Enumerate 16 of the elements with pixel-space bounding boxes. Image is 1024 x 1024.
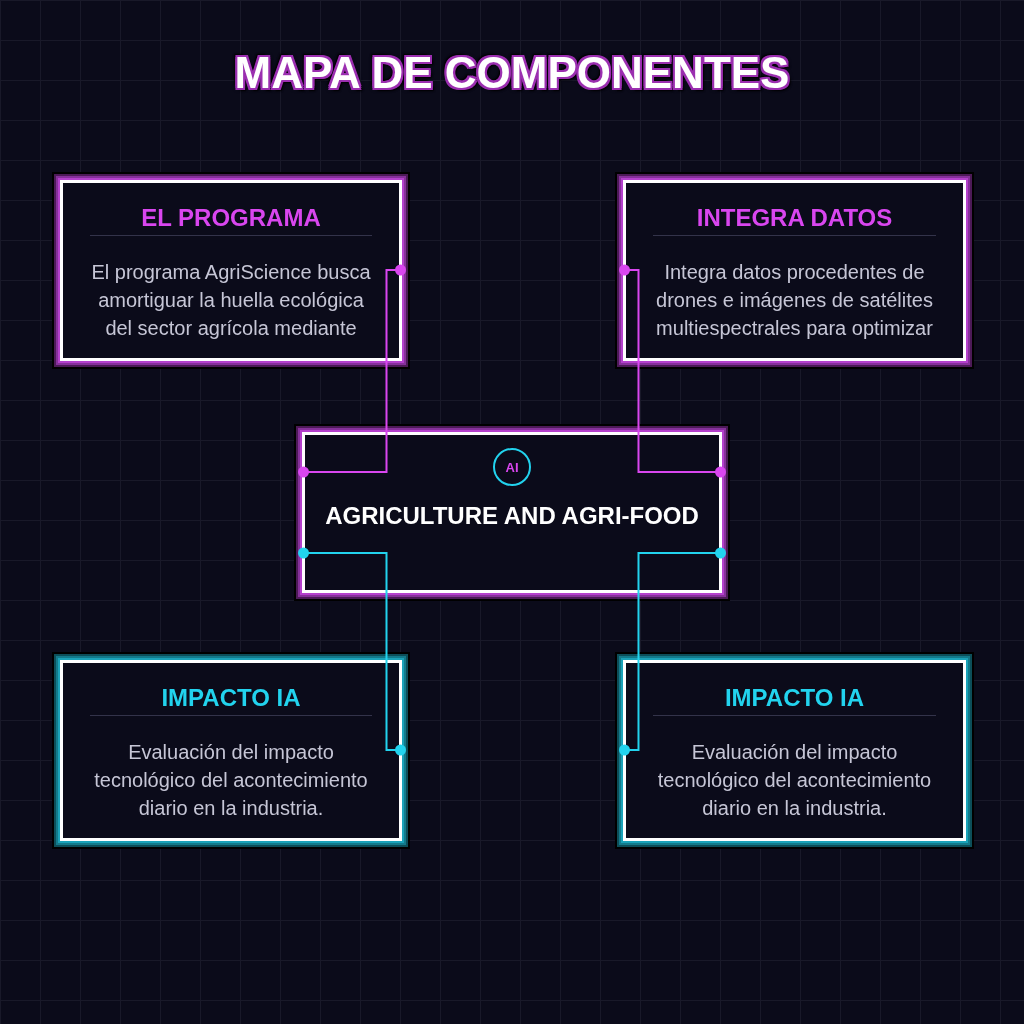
box-description: Integra datos procedentes de drones e imágenes de satélites multiespectrales para optimizar <box>655 260 934 341</box>
box-heading: AGRICULTURE AND AGRI-FOOD <box>324 502 700 530</box>
circle-node <box>493 448 531 486</box>
connector <box>298 264 406 478</box>
box-heading: EL PROGRAMA <box>140 204 322 232</box>
box-description: Evaluación del impacto tecnológico del acontecimiento diario en la industria. <box>656 740 933 821</box>
connector <box>298 547 406 756</box>
box-heading: IMPACTO IA <box>723 684 866 712</box>
connector <box>619 264 726 478</box>
box-description: El programa AgriScience busca amortiguar la huella ecológica del sector agrícola mediante <box>90 260 372 341</box>
diagram-title: MAPA DE COMPONENTES <box>234 47 790 99</box>
connector <box>619 547 726 756</box>
box-description: Evaluación del impacto tecnológico del acontecimiento diario en la industria. <box>93 740 369 821</box>
box-heading: IMPACTO IA <box>160 684 302 712</box>
box-heading: INTEGRA DATOS <box>695 204 894 232</box>
circle-label: AI <box>505 459 519 475</box>
